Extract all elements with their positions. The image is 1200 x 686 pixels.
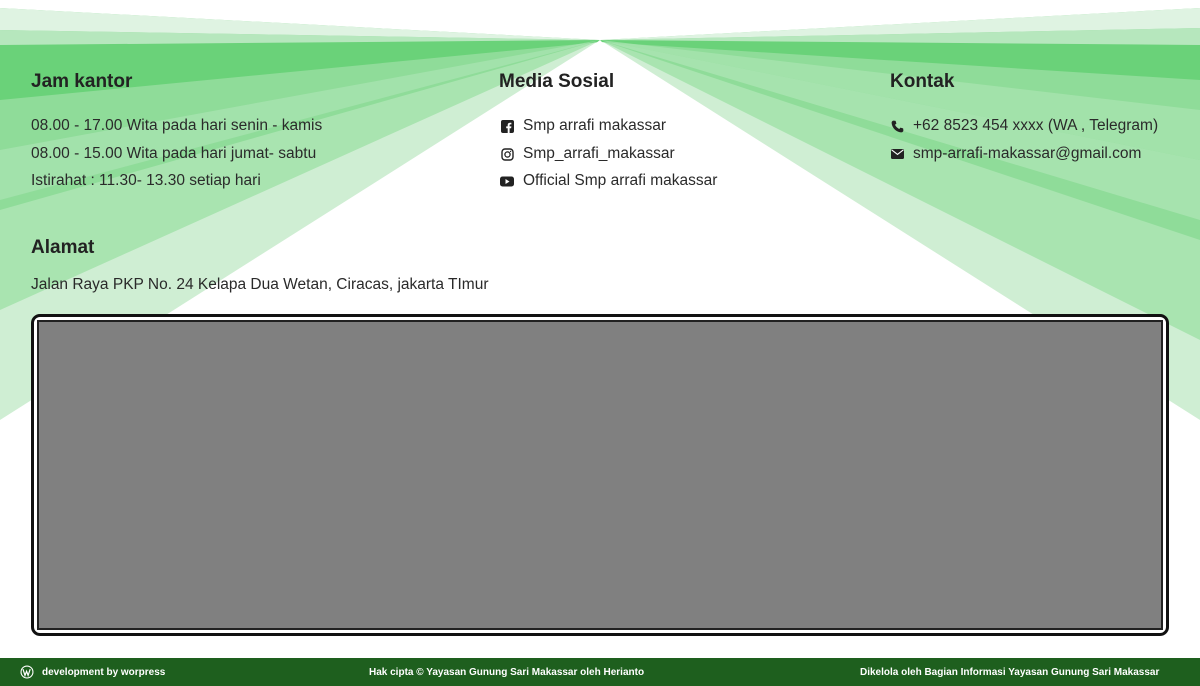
alamat-title: Alamat — [31, 237, 95, 258]
phone-icon — [890, 119, 904, 133]
youtube-label: Official Smp arrafi makassar — [523, 172, 718, 189]
youtube-link[interactable]: Official Smp arrafi makassar — [500, 172, 717, 190]
instagram-icon — [500, 147, 514, 161]
jam-kantor-title: Jam kantor — [31, 71, 133, 92]
footer-credit: development by worpress — [20, 658, 165, 686]
facebook-label: Smp arrafi makassar — [523, 117, 666, 134]
alamat-text: Jalan Raya PKP No. 24 Kelapa Dua Wetan, … — [31, 276, 489, 293]
instagram-label: Smp_arrafi_makassar — [523, 145, 675, 162]
media-sosial-title: Media Sosial — [499, 71, 615, 92]
wordpress-icon — [20, 665, 34, 679]
phone-label: +62 8523 454 xxxx (WA , Telegram) — [913, 117, 1159, 134]
map-embed[interactable] — [31, 314, 1169, 636]
facebook-icon — [500, 119, 514, 133]
map-placeholder[interactable] — [37, 320, 1163, 630]
envelope-icon — [890, 147, 904, 161]
facebook-link[interactable]: Smp arrafi makassar — [500, 117, 666, 135]
footer-left-text: development by worpress — [42, 666, 166, 678]
jam-kantor-line: 08.00 - 17.00 Wita pada hari senin - kam… — [31, 117, 323, 134]
email-contact[interactable]: smp-arrafi-makassar@gmail.com — [890, 145, 1141, 163]
jam-kantor-line: Istirahat : 11.30- 13.30 setiap hari — [31, 172, 261, 189]
email-label: smp-arrafi-makassar@gmail.com — [913, 145, 1142, 162]
instagram-link[interactable]: Smp_arrafi_makassar — [500, 145, 675, 163]
jam-kantor-line: 08.00 - 15.00 Wita pada hari jumat- sabt… — [31, 145, 317, 162]
kontak-title: Kontak — [890, 71, 955, 92]
footer-bar: development by worpress Hak cipta © Yaya… — [0, 658, 1200, 686]
footer-copyright: Hak cipta © Yayasan Gunung Sari Makassar… — [369, 666, 645, 678]
phone-contact[interactable]: +62 8523 454 xxxx (WA , Telegram) — [890, 117, 1158, 135]
youtube-icon — [500, 174, 514, 188]
footer-managed-by: Dikelola oleh Bagian Informasi Yayasan G… — [860, 666, 1160, 678]
